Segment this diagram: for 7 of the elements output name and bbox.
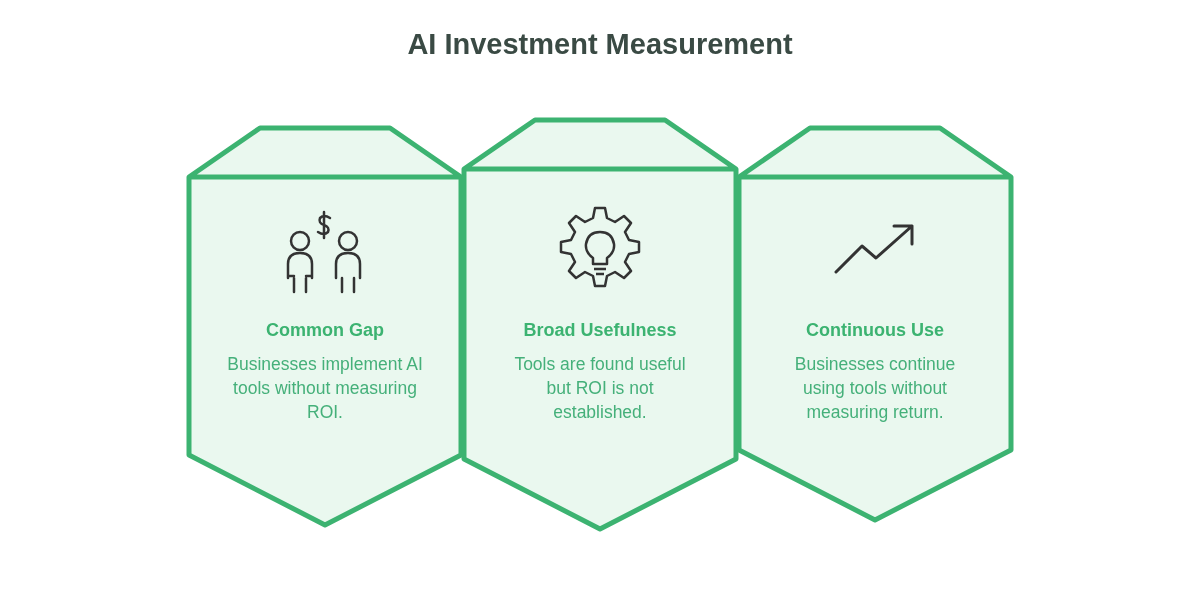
panel-heading: Continuous Use [805, 320, 945, 341]
panel-heading: Broad Usefulness [522, 320, 678, 341]
panel-description: Businesses implement AI tools without measuring ROI. [226, 353, 424, 424]
panel-heading: Common Gap [265, 320, 385, 341]
panel-description: Tools are found useful but ROI is not established. [513, 353, 687, 424]
panel-description: Businesses continue using tools without measuring return. [793, 353, 957, 424]
diagram-title: AI Investment Measurement [406, 28, 794, 61]
